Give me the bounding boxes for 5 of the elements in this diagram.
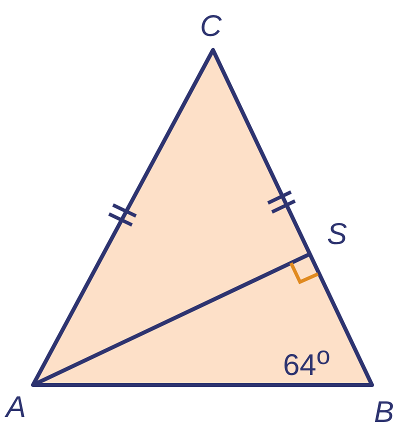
vertex-label: S — [327, 220, 348, 250]
angle-label: 64$^{o}$ — [283, 344, 330, 381]
vertex-label: C — [200, 12, 222, 42]
vertex-label: A — [6, 393, 26, 423]
vertex-label: B — [374, 398, 394, 428]
